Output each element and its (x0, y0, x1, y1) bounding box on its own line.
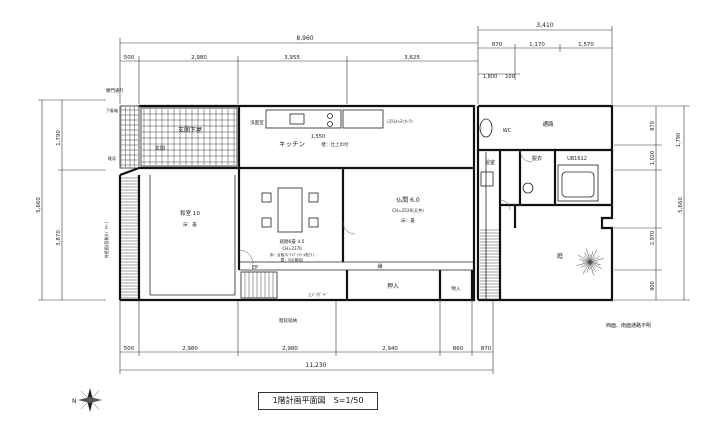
hatch-line (589, 261, 596, 268)
hatch-line (589, 258, 604, 263)
hatch-line (589, 256, 600, 263)
walls (118, 104, 614, 302)
dim-bottom-row: 500 (124, 346, 135, 352)
label-ep: EP (252, 265, 258, 271)
hatch-line (579, 258, 591, 263)
label-washroom-top: 洗面室 (250, 119, 264, 126)
label-dining-sub1: CH=2370 (282, 246, 302, 251)
label-unit-bath: UB1612 (567, 156, 587, 162)
corridor-hatch (121, 152, 499, 300)
dim-top-row: 3,625 (404, 55, 420, 61)
dim-top-row: 3,955 (284, 55, 300, 61)
hatch-line (584, 252, 591, 263)
dim-top-right-seg: 1,170 (529, 42, 545, 48)
drawing-note: 西面、南面通路不明 (606, 323, 652, 329)
dim-top-right-seg: 870 (492, 42, 503, 48)
hatch-line (584, 256, 591, 263)
hatch-line (582, 261, 591, 275)
dimension-lines (38, 26, 690, 374)
label-oshiire: 押入 (387, 282, 399, 290)
dim-top-right-seg: 1,570 (578, 42, 594, 48)
label-washitsu: 和室 10 (180, 209, 200, 217)
label-system-kitchen: ｼｽﾃﾑｷｯﾁﾝｶｰﾃﾝ (387, 119, 415, 125)
hatch-line (584, 261, 591, 268)
hatch-line (586, 248, 591, 263)
hatch-line (589, 261, 594, 276)
dining-table (261, 187, 319, 233)
label-kitchen: キッチン (279, 140, 305, 148)
label-shoes: 靴収 (108, 155, 116, 161)
dim-bottom-row: 2,940 (382, 346, 398, 352)
hatch-line (589, 261, 596, 272)
label-storage: 物入 (452, 285, 461, 292)
stove-icon (327, 113, 333, 119)
label-porch: 玄関下屋 (178, 126, 202, 134)
door-swings (238, 149, 533, 265)
hatch-line (580, 261, 591, 268)
label-toilet: WC (503, 128, 512, 134)
bath-fixtures (479, 118, 599, 202)
dim-right-lower: 900 (650, 281, 656, 291)
dim-kitchen-width: 1,550 (311, 134, 325, 140)
label-wall-tag: 壁：仕上の付 (322, 141, 349, 148)
hatch-line (589, 256, 596, 263)
label-dining: 居間6畳 4.5 (280, 239, 305, 245)
dim-right-upper: 870 (650, 121, 656, 131)
dim-left-upper: 1,790 (56, 130, 62, 146)
north-arrow-icon (78, 388, 102, 412)
tree-icon (576, 248, 604, 276)
dim-top-row: 500 (124, 55, 135, 61)
dim-left-outer: 5,660 (36, 197, 42, 213)
dim-top-row: 2,980 (191, 55, 207, 61)
hatch-line (576, 261, 591, 266)
dim-top-small: 100 (505, 74, 515, 80)
hatch-line (589, 251, 594, 263)
drawing-title: 1階計画平面図 S=1/50 (258, 392, 378, 410)
dim-left-lower: 3,870 (56, 230, 62, 246)
toilet-icon (479, 118, 493, 138)
hatch-grid (120, 107, 236, 167)
label-stair: 階段収納 (279, 317, 297, 324)
label-butsuma: 仏間 6.0 (396, 197, 420, 204)
label-bath: 浴室 (485, 159, 495, 166)
dim-right-upper: 1,790 (676, 133, 682, 147)
dim-bottom-overall: 11,230 (306, 362, 327, 369)
label-butsuma-sub2: 床：畳 (401, 217, 415, 224)
hatch-line (586, 261, 591, 273)
porch-hatch (119, 105, 238, 169)
label-front-gate: 勝門通り (106, 87, 124, 94)
stairs (240, 271, 278, 299)
dim-bottom-row: 870 (481, 346, 492, 352)
hatch-line (589, 249, 598, 263)
dim-top-small: 1,800 (483, 74, 497, 80)
label-butsuma-sub1: CH=2520(天井) (392, 207, 424, 214)
north-label: N (72, 398, 77, 405)
sink-icon (289, 113, 305, 125)
dim-right-mid: 2,970 (650, 231, 656, 245)
label-washitsu-sub: 床：畳 (183, 221, 197, 228)
label-passage: 通路 (542, 120, 554, 128)
dim-right-outer: 5,660 (678, 197, 684, 213)
dim-right-mid: 1,020 (650, 151, 656, 165)
hatch-line (577, 254, 591, 263)
dim-top-overall-right: 3,410 (536, 22, 553, 29)
dim-bottom-row: 2,980 (282, 346, 298, 352)
label-garden: 庭 (557, 252, 563, 260)
label-dressing: 脱衣 (532, 155, 542, 162)
hatch-line (589, 261, 603, 270)
label-left-side: 外壁面(西側)(ﾄﾞｱﾘｰ) (103, 221, 109, 258)
dim-bottom-row: 860 (453, 346, 464, 352)
label-engawa: 縁 (377, 263, 382, 270)
dim-bottom-row: 2,980 (182, 346, 198, 352)
label-entrance: 玄関 (155, 145, 165, 152)
label-dining-sub3: 壁：ｸﾛｽ(無垢) (281, 257, 304, 262)
unit-bath (557, 164, 599, 202)
dim-top-overall-left: 8,960 (296, 35, 313, 42)
label-upper-door: 上ﾄﾞｱｶﾞｰﾄﾞ (308, 291, 328, 297)
label-dining-sub2: 床：合板ﾌﾛｰﾘﾝｸﾞ(ｸﾘｰﾑ貼り) (270, 252, 315, 257)
label-cabinet: 下駄箱 (106, 107, 118, 113)
hatch-line (589, 261, 601, 266)
kitchen-counter (265, 109, 384, 129)
